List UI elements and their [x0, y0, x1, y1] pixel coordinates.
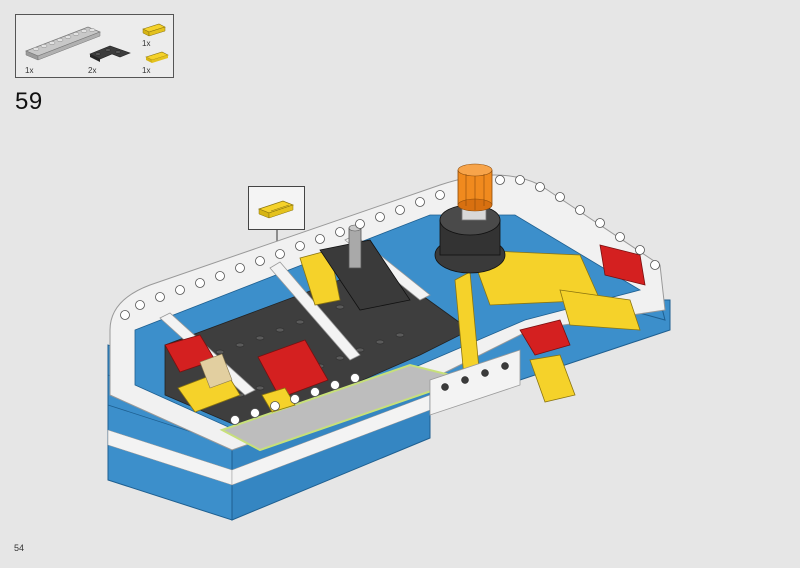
front-white-section — [429, 349, 521, 416]
quantity-label: 1x — [142, 39, 151, 48]
dark-gray-corner-plate-part — [89, 45, 131, 62]
quantity-label: 2x — [88, 66, 97, 75]
light-gray-plate-part — [25, 26, 101, 61]
yellow-tile-callout-icon — [257, 200, 295, 219]
step-number: 59 — [15, 88, 43, 115]
yellow-tile-bottom-part — [145, 51, 169, 63]
rim-studs — [120, 175, 660, 425]
yellow-tile-top-part — [142, 23, 166, 37]
parts-illustration — [25, 23, 169, 63]
yellow-blocks — [177, 249, 641, 413]
parts-list-panel: 1x 2x 1x 1x — [15, 14, 174, 78]
callout-box — [248, 186, 305, 230]
quantity-label: 1x — [142, 66, 151, 75]
quantity-label: 1x — [25, 66, 34, 75]
gray-mechanism — [319, 224, 411, 311]
page-number: 54 — [14, 543, 25, 553]
turntable-column — [434, 163, 506, 274]
